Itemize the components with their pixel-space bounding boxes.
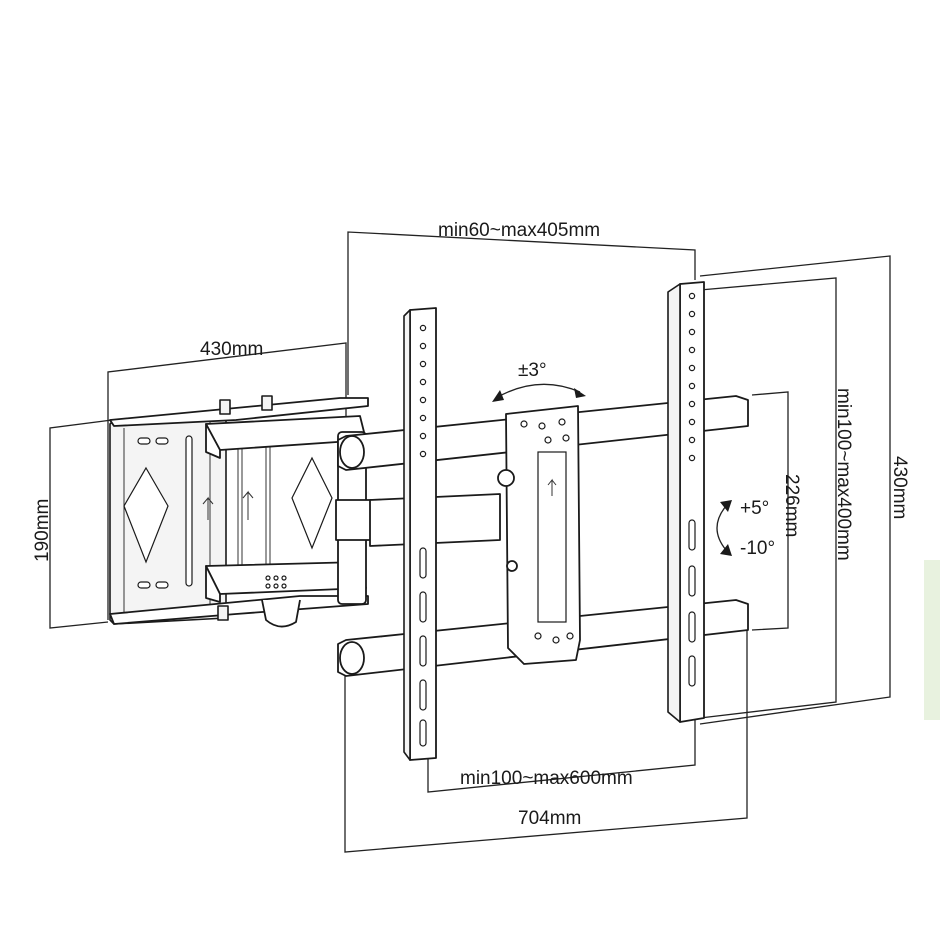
swivel-arrow-right-icon (574, 388, 586, 398)
wall-plate-top-flange (109, 397, 369, 427)
tilt-arrow-up-icon (720, 500, 732, 512)
label-rail-spacing: min60~max405mm (438, 220, 600, 241)
label-vesa-horizontal: min100~max600mm (460, 768, 633, 789)
up-arrow-icon (242, 490, 254, 520)
dim-wall-width-frame (107, 342, 347, 620)
swivel-arc (495, 383, 581, 399)
arm-clamp (261, 599, 301, 628)
left-bracket-holes (419, 324, 427, 747)
dim-vesa-vertical-frame (699, 277, 837, 719)
dim-overall-width-frame (344, 628, 748, 853)
tilt-arc (716, 505, 727, 551)
bolt-icon (219, 399, 231, 415)
label-tilt-up: +5° (740, 498, 769, 519)
up-arrow-icon (547, 478, 557, 496)
motion-indicators (492, 383, 732, 556)
label-inner-height: 226mm (781, 474, 802, 537)
swivel-arrow-left-icon (492, 390, 504, 402)
bolt-icon (217, 605, 229, 621)
tilt-arrow-down-icon (720, 544, 732, 556)
label-wall-height: 190mm (32, 499, 53, 562)
swivel-plate (497, 405, 581, 665)
dim-bracket-height-frame (699, 255, 891, 725)
articulating-arms (205, 415, 501, 628)
dim-rail-spacing-frame (347, 231, 696, 395)
bolt-icon (261, 395, 273, 411)
label-swivel: ±3° (518, 360, 547, 381)
tilt-knob (497, 469, 515, 487)
label-vesa-vertical: min100~max400mm (833, 388, 854, 561)
dimension-labels: 430mm 190mm min60~max405mm min100~max600… (32, 220, 910, 829)
background-greenery (924, 560, 940, 720)
label-overall-width: 704mm (518, 808, 581, 829)
arm-diamond-cutout (291, 456, 333, 550)
label-bracket-height: 430mm (889, 456, 910, 519)
dim-inner-height-frame (751, 391, 789, 631)
rivet-grid (265, 575, 287, 589)
right-bracket-holes (688, 292, 696, 687)
wall-plate-bottom-flange (109, 595, 369, 625)
dim-wall-height-frame (49, 419, 113, 629)
dimension-lines (49, 231, 891, 853)
label-wall-width: 430mm (200, 339, 263, 360)
swivel-plate-holes (520, 418, 574, 644)
swivel-plate-slot (537, 451, 567, 623)
wall-plate-diamond-cutout (123, 466, 169, 564)
left-tv-bracket (403, 307, 437, 761)
dim-vesa-horizontal-frame (427, 700, 696, 793)
right-tv-bracket (667, 281, 705, 723)
up-arrow-icon (202, 496, 214, 520)
label-tilt-down: -10° (740, 538, 775, 559)
